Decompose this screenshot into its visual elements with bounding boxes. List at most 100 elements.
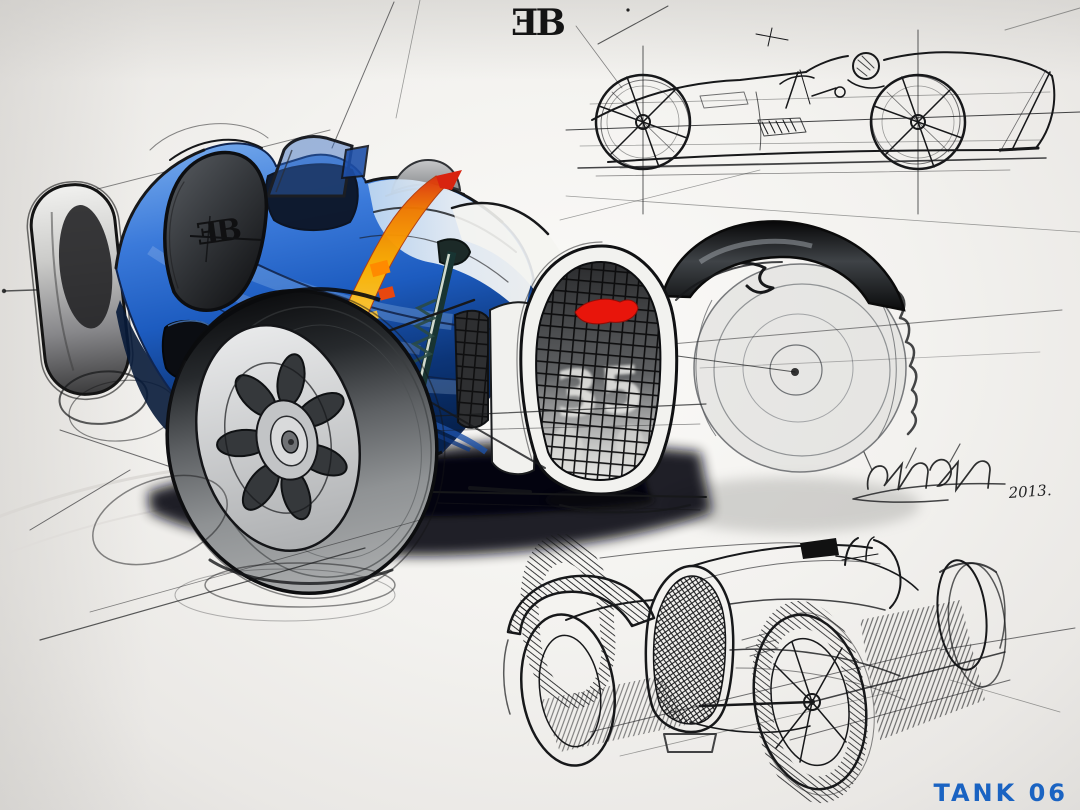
- cowl-panel-stroke: [359, 234, 509, 283]
- main-perspective-sketch-stroke: [59, 429, 181, 471]
- side-view-body-stroke: [1011, 71, 1051, 151]
- windscreen-stroke: [265, 135, 354, 198]
- windscreen: [265, 135, 370, 198]
- front-axle-stroke: [431, 491, 707, 498]
- sketch-grille-stroke: [644, 564, 735, 734]
- designer-signature-stroke: [863, 443, 961, 471]
- far-front-wheel-stroke: [693, 263, 907, 473]
- far-front-wheel-stroke: [694, 264, 906, 472]
- headrest-fairing-stroke: [168, 181, 185, 289]
- bonnet-panel-stroke: [450, 201, 550, 236]
- suspension-strut-stroke: [415, 250, 457, 394]
- side-view-front-wheel: [594, 73, 692, 171]
- far-front-wheel-stroke: [699, 351, 1041, 369]
- sketch-axle-lines-stroke: [619, 689, 901, 757]
- side-view-construction-marks-stroke: [767, 27, 773, 47]
- front-axle-stroke: [559, 504, 691, 514]
- side-view-sketch-stroke: [559, 169, 761, 221]
- main-perspective-sketch-stroke: [39, 547, 366, 641]
- sketch-body-lines-stroke: [729, 598, 886, 611]
- main-perspective-sketch: ƎB: [26, 123, 1063, 641]
- eb-logo-text: ƎB: [511, 2, 564, 44]
- far-front-fender-stroke: [675, 261, 783, 301]
- side-view-sketch-stroke: [565, 111, 1080, 131]
- tire-tread-edge: [896, 290, 918, 436]
- sketch-axle-lines-stroke: [939, 627, 1076, 651]
- sketch-right-wheel-stroke: [753, 612, 875, 796]
- headrest-eb-logo: ƎB: [194, 212, 242, 253]
- underbody-shadow: [116, 300, 300, 468]
- sketch-left-wheel-stroke: [520, 533, 616, 709]
- sketch-windscreen: [800, 536, 919, 609]
- side-view-construction-marks-stroke: [575, 25, 623, 89]
- far-front-wheel: [647, 261, 1063, 473]
- side-view-sketch: [559, 5, 1080, 233]
- side-view-front-wheel-stroke: [611, 91, 675, 153]
- sketch-rear-wheel-stroke: [939, 562, 997, 573]
- sketch-left-wheel-stroke: [519, 613, 617, 767]
- side-view-sketch-stroke: [595, 169, 1011, 177]
- side-view-sketch-stroke: [565, 195, 1080, 233]
- front-side-mesh-vent: [453, 301, 540, 476]
- near-front-wheel-stroke: [174, 568, 396, 622]
- sketch-windscreen-stroke: [873, 539, 902, 609]
- racing-stripe: [339, 170, 462, 329]
- horseshoe-grille-stroke: [516, 241, 603, 461]
- sketch-axle-lines-stroke: [949, 679, 1061, 713]
- side-view-body-stroke: [883, 51, 1053, 77]
- side-view-body: [591, 51, 1056, 169]
- sketch-right-wheel: [752, 600, 875, 804]
- sketch-axle-lines-stroke: [811, 651, 1006, 703]
- rear-tire-stroke: [50, 212, 75, 371]
- far-front-wheel-stroke: [877, 299, 897, 439]
- side-view-body-stroke: [607, 149, 1001, 163]
- sketch-axle-lines-stroke: [689, 721, 811, 734]
- side-view-body-stroke: [834, 86, 846, 98]
- sketch-body-lines-stroke: [691, 543, 873, 567]
- side-view-body-stroke: [811, 87, 837, 97]
- front-side-mesh-vent-stroke: [455, 310, 488, 428]
- sketch-right-wheel-stroke: [799, 701, 813, 763]
- far-front-wheel-stroke: [695, 299, 717, 437]
- racing-stripe-stroke: [377, 286, 396, 301]
- near-front-wheel: [165, 287, 446, 622]
- windscreen-stroke: [340, 144, 370, 180]
- side-view-front-wheel-stroke: [600, 79, 690, 169]
- rear-tire: [26, 180, 178, 442]
- sketch-windscreen-stroke: [844, 537, 859, 566]
- sketch-grille-stroke: [663, 733, 717, 753]
- front-axle-stroke: [468, 486, 532, 494]
- racing-stripe-stroke: [436, 170, 462, 190]
- near-front-wheel-stroke: [288, 439, 294, 445]
- rear-three-quarter-sketch: [502, 533, 1076, 804]
- headrest-fairing-stroke: [169, 138, 263, 161]
- far-front-fender: [660, 220, 906, 312]
- near-front-wheel-stroke: [183, 287, 381, 362]
- sketch-right-wheel-stroke: [752, 600, 868, 804]
- bugatti-eb-logo: ƎB: [511, 2, 567, 44]
- headrest-fairing-stroke: [189, 235, 263, 241]
- suspension-strut-stroke: [419, 395, 546, 469]
- signature-scrawl: [866, 458, 991, 493]
- sketch-rear-wheel: [860, 559, 1007, 740]
- sketch-body-lines-stroke: [565, 599, 655, 621]
- horseshoe-grille-stroke: [535, 260, 662, 482]
- sketch-windscreen-stroke: [865, 536, 875, 561]
- side-view-louver-vent: [757, 117, 807, 137]
- side-view-body-stroke: [699, 91, 749, 109]
- near-front-wheel-stroke: [208, 558, 394, 585]
- rear-tire-stroke: [58, 205, 113, 329]
- suspension-strut-stroke: [417, 253, 451, 387]
- side-view-front-wheel-stroke: [594, 73, 692, 171]
- background-sweep-lines-stroke: [331, 1, 395, 149]
- side-view-body-stroke: [998, 146, 1040, 152]
- side-view-body-stroke: [785, 71, 799, 109]
- windscreen-stroke: [275, 149, 293, 193]
- car-shadow-stroke: [660, 477, 920, 533]
- sketch-body-lines-stroke: [699, 560, 881, 581]
- far-front-wheel-stroke: [769, 344, 823, 396]
- bonnet-panel: [450, 201, 572, 298]
- sketch-rear-wheel-stroke: [860, 600, 985, 740]
- main-perspective-sketch-stroke: [29, 469, 131, 531]
